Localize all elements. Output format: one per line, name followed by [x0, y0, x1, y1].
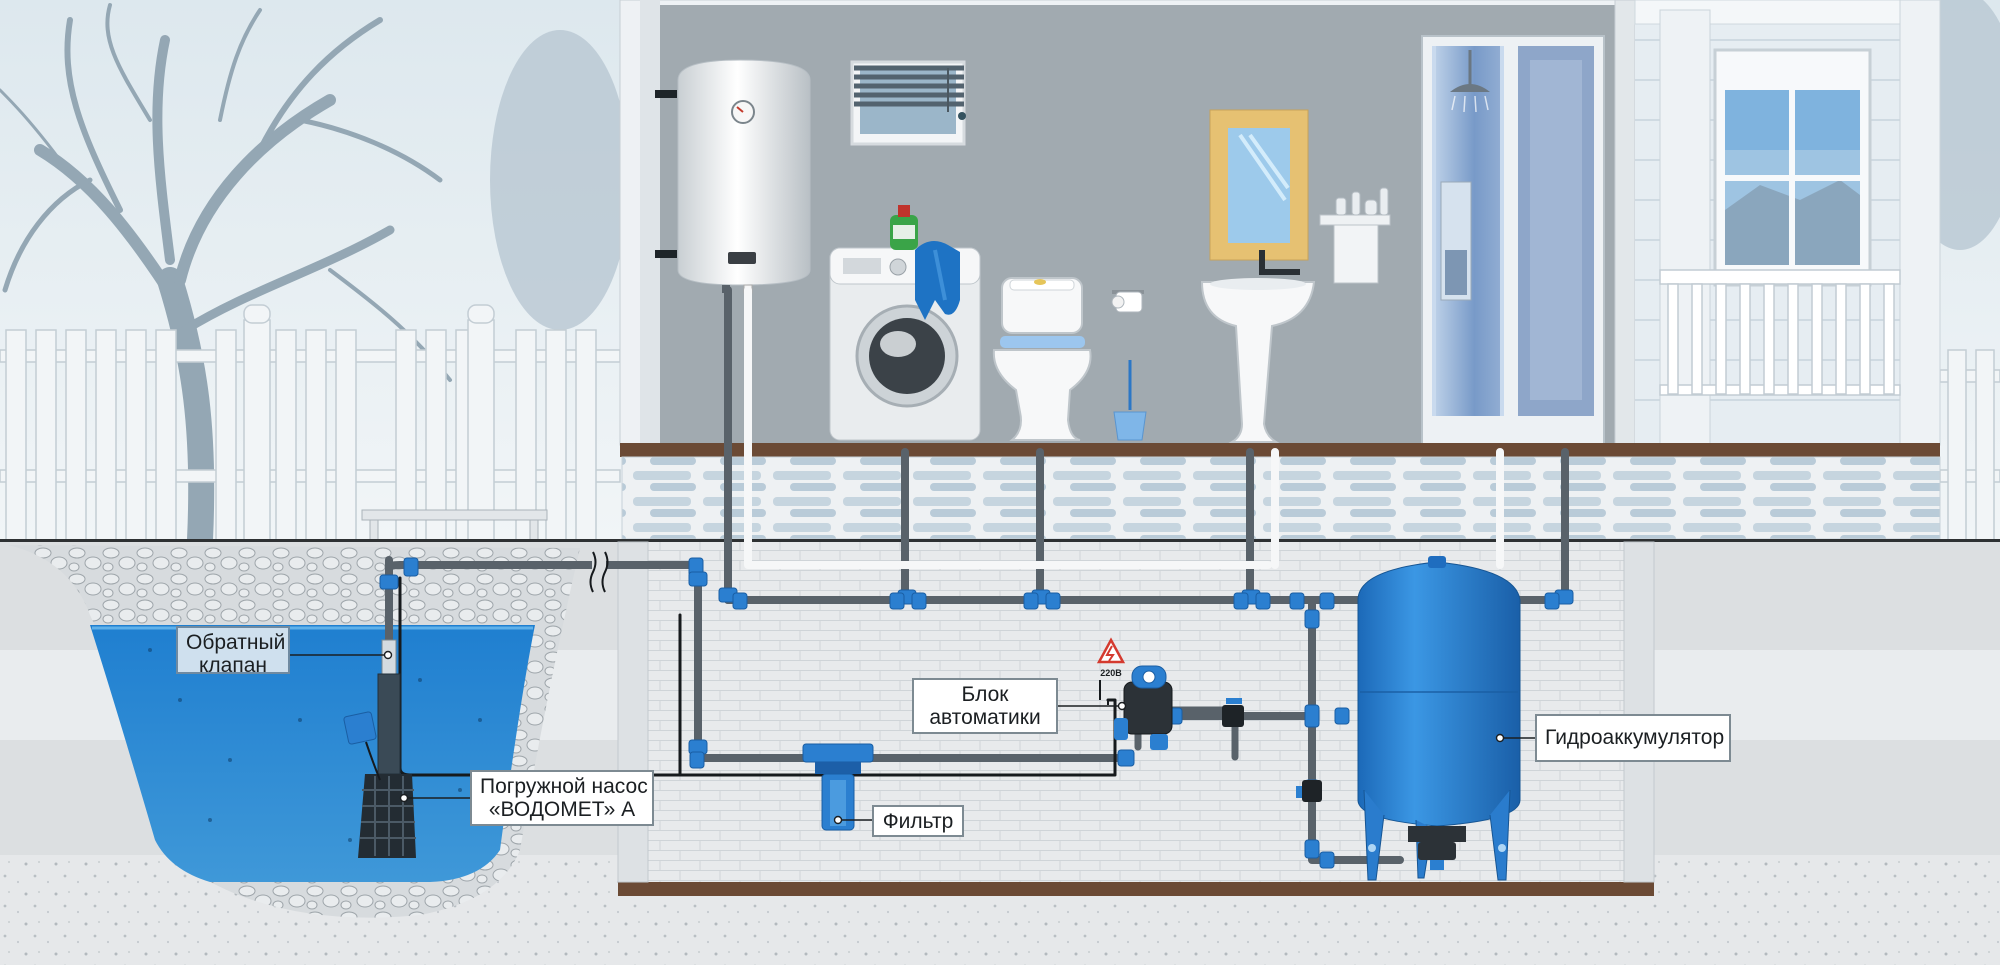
- check-valve-label-line1: Обратный: [186, 631, 286, 654]
- tree-icon: [0, 3, 452, 553]
- porch-railing: [1659, 269, 1901, 396]
- toilet-icon: [992, 277, 1092, 441]
- check-valve-label-line2: клапан: [198, 654, 267, 677]
- stone-foundation: [621, 456, 1941, 540]
- accumulator-label-text: Гидроаккумулятор: [1545, 726, 1725, 749]
- valve-icon: [1222, 698, 1322, 802]
- automation-label-line1: Блок: [961, 683, 1009, 706]
- detergent-bottle-icon: [890, 205, 918, 250]
- towel: [915, 241, 960, 320]
- pump-label-line2: «ВОДОМЕТ» А: [488, 798, 636, 821]
- pipe-break: [589, 551, 609, 593]
- filter-label-text: Фильтр: [882, 810, 954, 833]
- wellhead-frame: [361, 509, 548, 547]
- window-blinds-icon: [850, 60, 966, 146]
- automation-label-line2: автоматики: [929, 706, 1041, 729]
- filter-label: Фильтр: [872, 805, 964, 837]
- check-valve-label: Обратный клапан: [176, 626, 290, 677]
- toilet-brush-icon: [1113, 360, 1147, 441]
- automation-unit-icon: [1107, 665, 1173, 750]
- basement-floor: [618, 882, 1654, 896]
- shelf-icon: [1319, 187, 1391, 284]
- house: [619, 0, 1941, 446]
- toilet-paper-icon: [1111, 290, 1144, 313]
- voltage-label: 220В: [1100, 668, 1122, 678]
- float-icon: [343, 711, 381, 781]
- floor-beam: [620, 443, 1940, 457]
- fence-right: [1939, 349, 2000, 541]
- leader-lines: [290, 650, 1535, 825]
- filter-icon: [802, 743, 874, 831]
- mirror-icon: [1209, 109, 1309, 261]
- accumulator-label: Гидроаккумулятор: [1535, 714, 1731, 762]
- water-heater-icon: [655, 59, 811, 294]
- shower-cabin-icon: [1421, 35, 1605, 445]
- washbasin-icon: [1200, 250, 1316, 443]
- submersible-pump-label: Погружной насос «ВОДОМЕТ» А: [470, 770, 654, 826]
- high-voltage-sign-icon: 220В: [1096, 637, 1126, 700]
- porch-window-icon: [1713, 48, 1872, 287]
- accumulator-tank-icon: [1357, 556, 1521, 881]
- automation-unit-label: Блок автоматики: [912, 678, 1058, 734]
- fence-icon: [0, 304, 621, 541]
- pump-label-line1: Погружной насос: [480, 775, 648, 798]
- water-body: [90, 625, 535, 882]
